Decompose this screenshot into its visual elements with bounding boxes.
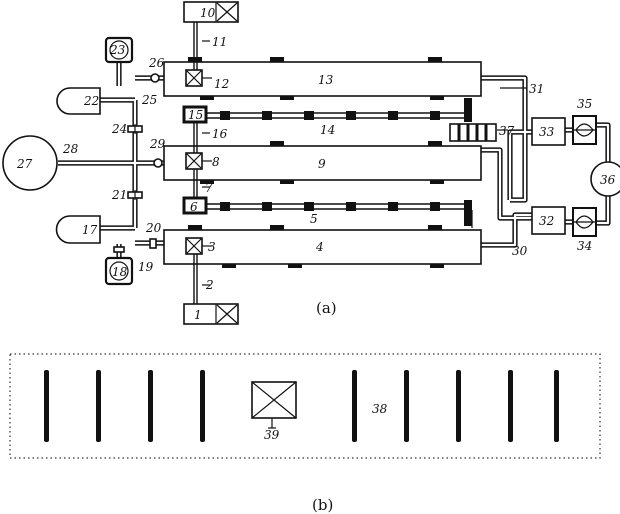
label-24: 24	[111, 122, 127, 136]
track-14	[188, 98, 472, 122]
rod-8	[508, 370, 513, 442]
heater-rods	[44, 370, 559, 442]
label-21: 21	[111, 188, 127, 202]
label-31: 31	[529, 82, 544, 96]
valve-24	[127, 124, 143, 134]
unit-32	[531, 206, 566, 235]
filter-34	[572, 207, 597, 237]
label-17: 17	[82, 223, 98, 237]
valve-20	[149, 238, 157, 249]
label-18: 18	[112, 265, 128, 279]
label-3: 3	[208, 240, 216, 254]
label-2: 2	[205, 278, 214, 292]
label-26: 26	[148, 56, 165, 70]
pump-22	[56, 87, 101, 115]
label-5: 5	[310, 212, 318, 226]
motor-1	[183, 303, 239, 325]
label-9: 9	[318, 157, 326, 171]
rod-3	[148, 370, 153, 442]
rod-7	[456, 370, 461, 442]
drive-6	[182, 196, 208, 215]
chamber-13	[163, 57, 482, 100]
valve-29	[153, 158, 163, 168]
label-16: 16	[212, 127, 228, 141]
label-1: 1	[194, 308, 202, 322]
valve-19	[113, 246, 125, 253]
rod-5	[352, 370, 357, 442]
label-35: 35	[577, 97, 592, 111]
motor-10	[183, 1, 239, 23]
label-14: 14	[320, 123, 335, 137]
label-29: 29	[149, 137, 166, 151]
label-30: 30	[512, 244, 528, 258]
label-10: 10	[200, 6, 216, 20]
label-23: 23	[109, 43, 126, 57]
label-7: 7	[205, 181, 213, 195]
rod-6	[404, 370, 409, 442]
gauge-23	[104, 36, 134, 64]
label-15: 15	[188, 108, 203, 122]
reservoir-36	[590, 161, 620, 197]
label-32: 32	[539, 214, 554, 228]
shafts	[193, 22, 198, 304]
chamber-4	[163, 225, 482, 268]
unit-8	[185, 152, 203, 170]
label-34: 34	[577, 239, 592, 253]
label-22: 22	[83, 94, 99, 108]
unit-3	[185, 237, 203, 255]
schematic-b: 38 39 (b)	[9, 353, 601, 514]
rod-4	[200, 370, 205, 442]
unit-33	[531, 117, 566, 146]
label-6: 6	[190, 200, 198, 214]
label-37: 37	[499, 124, 515, 138]
tank-27	[2, 135, 58, 191]
valve-25-26	[150, 73, 160, 83]
track-5	[188, 200, 472, 226]
caption-b: (b)	[312, 496, 333, 514]
gauge-18	[104, 256, 134, 286]
label-25: 25	[141, 93, 157, 107]
pump-17	[55, 215, 101, 244]
label-4: 4	[315, 240, 324, 254]
rod-9	[554, 370, 559, 442]
label-39: 39	[264, 428, 280, 442]
valves	[113, 73, 163, 253]
label-36: 36	[600, 173, 616, 187]
drive-15	[182, 105, 208, 124]
label-38: 38	[372, 402, 388, 416]
caption-a: (a)	[316, 299, 337, 317]
rod-2	[96, 370, 101, 442]
unit-39	[251, 381, 297, 429]
coil-37	[449, 123, 497, 142]
label-19: 19	[138, 260, 154, 274]
unit-12	[185, 69, 203, 87]
label-28: 28	[62, 142, 79, 156]
label-20: 20	[145, 221, 162, 235]
schematic-a: 10 11 12 13 14 15 16 8 9 7 6 5 3 4 2 1 2…	[2, 1, 620, 325]
label-33: 33	[539, 125, 555, 139]
label-27: 27	[16, 157, 33, 171]
leader-lines	[202, 40, 527, 286]
chamber-9	[163, 141, 482, 184]
label-11: 11	[212, 35, 227, 49]
label-8: 8	[212, 155, 220, 169]
label-13: 13	[318, 73, 334, 87]
valve-21	[127, 190, 143, 200]
filter-35	[572, 115, 597, 145]
rod-1	[44, 370, 49, 442]
label-12: 12	[214, 77, 229, 91]
part-labels: 10 11 12 13 14 15 16 8 9 7 6 5 3 4 2 1 2…	[16, 6, 616, 322]
